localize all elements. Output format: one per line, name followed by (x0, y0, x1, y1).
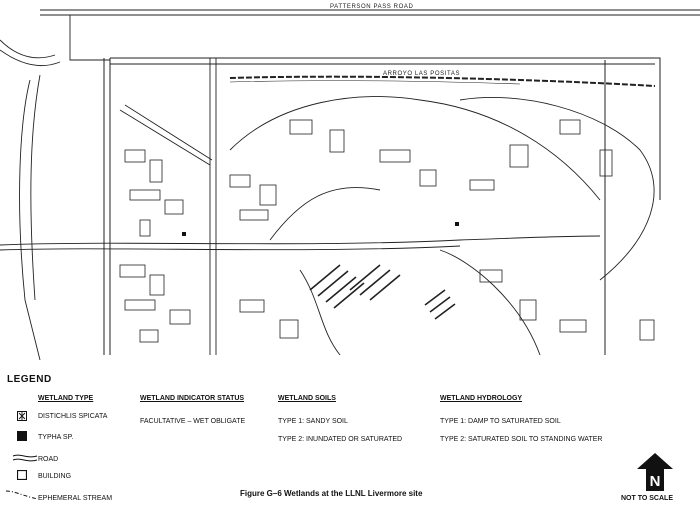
legend-soil-type-1: TYPE 1: SANDY SOIL (278, 418, 348, 425)
arroyo-las-positas-label: ARROYO LAS POSITAS (383, 71, 460, 77)
arroyo-las-positas (229, 75, 656, 87)
figure-caption: Figure G–6 Wetlands at the LLNL Livermor… (240, 489, 423, 498)
north-arrow-icon: N (637, 453, 673, 491)
legend-title: LEGEND (7, 374, 52, 385)
site-boundary (103, 57, 661, 355)
typha-wetland-marks (182, 222, 459, 236)
legend-indicator-status: FACULTATIVE – WET OBLIGATE (140, 418, 246, 425)
interior-roads (0, 58, 655, 356)
site-map: PATTERSON PASS ROAD ARROYO LAS POSITAS (0, 4, 700, 361)
legend-type-typha: TYPHA SP. (38, 434, 74, 441)
legend-road-label: ROAD (38, 456, 59, 463)
road-symbol-icon (12, 454, 38, 462)
buildings (119, 119, 655, 343)
patterson-pass-road (40, 9, 700, 16)
north-letter: N (650, 473, 661, 490)
building-symbol-icon (17, 470, 27, 480)
legend-stream-label: EPHEMERAL STREAM (38, 495, 113, 502)
not-to-scale-label: NOT TO SCALE (621, 495, 673, 502)
left-roads (0, 15, 110, 361)
legend-header-soils: WETLAND SOILS (278, 395, 336, 402)
diagonal-building-complex (309, 264, 456, 320)
legend-building-label: BUILDING (38, 473, 72, 480)
legend-hydrology-type-2: TYPE 2: SATURATED SOIL TO STANDING WATER (440, 436, 603, 443)
legend-hydrology-type-1: TYPE 1: DAMP TO SATURATED SOIL (440, 418, 561, 425)
legend-header-wetland-type: WETLAND TYPE (38, 395, 94, 402)
legend-header-hydrology: WETLAND HYDROLOGY (440, 395, 523, 402)
patterson-pass-road-label: PATTERSON PASS ROAD (330, 4, 413, 10)
legend-header-indicator-status: WETLAND INDICATOR STATUS (140, 395, 245, 402)
legend-type-distichlis: DISTICHLIS SPICATA (38, 413, 108, 420)
legend-soil-type-2: TYPE 2: INUNDATED OR SATURATED (278, 436, 403, 443)
distichlis-icon (17, 411, 27, 421)
ephemeral-stream-icon (5, 490, 39, 500)
typha-icon (17, 431, 27, 441)
